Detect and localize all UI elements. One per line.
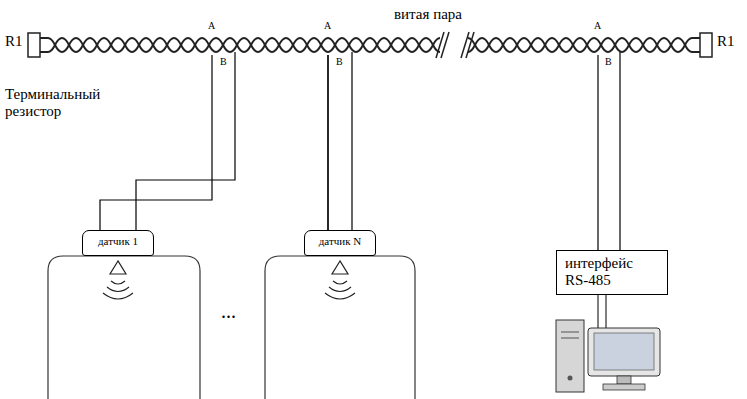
resistor-symbol	[28, 33, 40, 57]
tank-outline	[48, 256, 415, 399]
interface-box: интерфейс RS-485	[556, 250, 668, 295]
resistor-label: R1	[4, 33, 24, 50]
sound-emitter	[103, 261, 355, 299]
cable-ground	[46, 35, 694, 55]
node-text: датчик N	[319, 235, 361, 248]
sensor-box: датчик 1	[82, 230, 154, 256]
cable-break	[436, 32, 474, 58]
pin-label: B	[335, 56, 344, 68]
sensor-box: датчик N	[304, 230, 376, 256]
pin-label: A	[323, 20, 332, 32]
node-text: интерфейс RS-485	[565, 255, 647, 290]
pin-label: B	[219, 56, 228, 68]
resistor-symbol	[700, 33, 712, 57]
node-text: датчик 1	[98, 235, 138, 248]
twisted-pair	[48, 35, 440, 55]
cable-label: витая пара	[393, 6, 463, 23]
pin-label: B	[604, 56, 613, 68]
resistor-lead	[40, 38, 700, 52]
pin-label: A	[207, 20, 216, 32]
computer-icon	[556, 320, 660, 392]
twisted-pair	[468, 35, 692, 55]
ellipsis: ...	[220, 300, 237, 323]
annotation: Терминальный резистор	[4, 86, 124, 121]
bus-wire	[100, 45, 328, 230]
resistor-label: R1	[716, 33, 736, 50]
pin-label: A	[593, 20, 602, 32]
drop-wire	[136, 52, 620, 252]
bus-wire	[328, 45, 598, 250]
